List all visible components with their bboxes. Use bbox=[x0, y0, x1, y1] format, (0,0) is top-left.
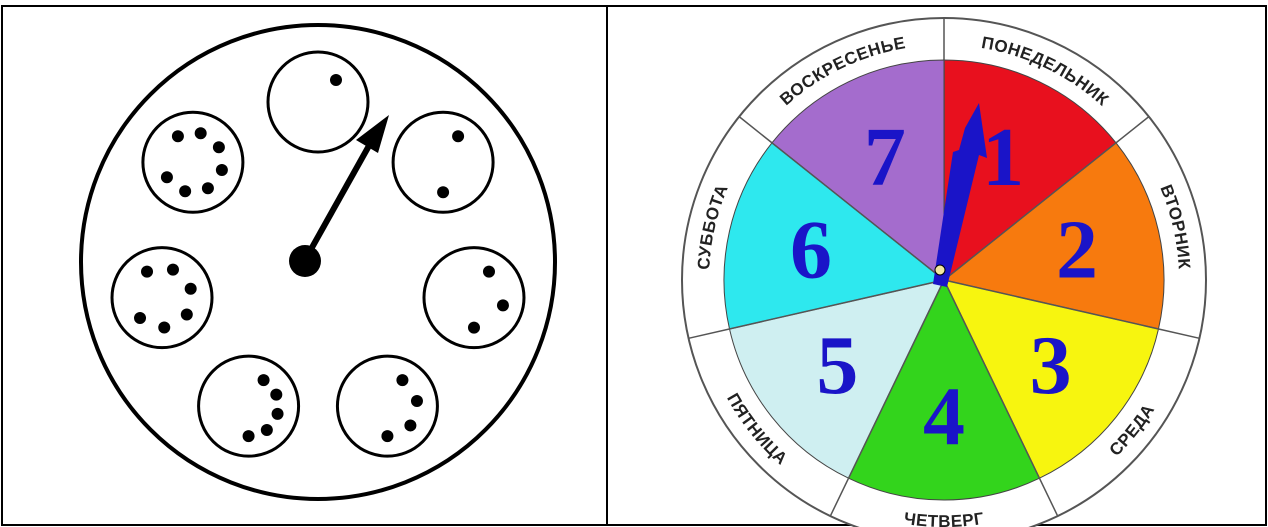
dial-dot bbox=[213, 141, 225, 153]
dial-dot bbox=[172, 130, 184, 142]
dial-dot bbox=[181, 309, 193, 321]
dial-dot bbox=[202, 182, 214, 194]
wheel-number-6: 6 bbox=[790, 204, 832, 297]
dial-dot bbox=[258, 374, 270, 386]
wheel-number-3: 3 bbox=[1030, 319, 1072, 412]
small-dial-7 bbox=[143, 112, 243, 212]
dial-dot bbox=[381, 430, 393, 442]
dot-dial-panel bbox=[0, 0, 607, 527]
dial-dot bbox=[243, 430, 255, 442]
wheel-number-1: 1 bbox=[982, 111, 1024, 204]
dial-dot bbox=[272, 408, 284, 420]
pointer-pivot bbox=[289, 245, 321, 277]
dial-dot bbox=[468, 322, 480, 334]
small-dial-2 bbox=[393, 112, 493, 212]
dial-dot bbox=[161, 171, 173, 183]
dot-dial bbox=[0, 0, 607, 527]
dial-dot bbox=[411, 395, 423, 407]
wheel-number-7: 7 bbox=[864, 111, 906, 204]
weekday-wheel: ПОНЕДЕЛЬНИКВТОРНИКСРЕДАЧЕТВЕРГПЯТНИЦАСУБ… bbox=[607, 0, 1268, 527]
dial-dot bbox=[141, 266, 153, 278]
dial-dot bbox=[158, 322, 170, 334]
wheel-number-5: 5 bbox=[816, 319, 858, 412]
small-dial-4 bbox=[337, 356, 437, 456]
dial-dot bbox=[437, 186, 449, 198]
dial-dot bbox=[497, 299, 509, 311]
dial-dot bbox=[261, 424, 273, 436]
dial-dot bbox=[134, 312, 146, 324]
small-dial-3 bbox=[424, 248, 524, 348]
dial-dot bbox=[483, 266, 495, 278]
dial-dot bbox=[270, 389, 282, 401]
small-dial-5 bbox=[199, 356, 299, 456]
dial-dot bbox=[167, 264, 179, 276]
dial-dot bbox=[216, 164, 228, 176]
dial-dot bbox=[330, 74, 342, 86]
wheel-number-2: 2 bbox=[1056, 204, 1098, 297]
dial-dot bbox=[396, 374, 408, 386]
dial-dot bbox=[179, 185, 191, 197]
wheel-number-4: 4 bbox=[923, 370, 965, 463]
dial-dot bbox=[452, 130, 464, 142]
dial-dot bbox=[185, 283, 197, 295]
dial-dot bbox=[195, 127, 207, 139]
small-dial-6 bbox=[112, 248, 212, 348]
dial-dot bbox=[404, 419, 416, 431]
small-dial-1 bbox=[268, 52, 368, 152]
